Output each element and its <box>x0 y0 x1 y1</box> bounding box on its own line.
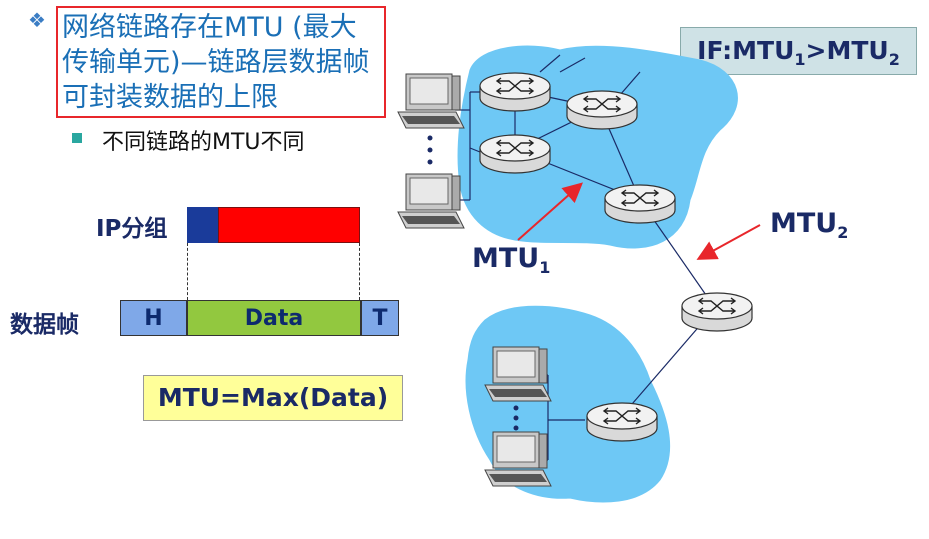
mtu2-sub: 2 <box>837 223 849 242</box>
mtu2-label: MTU2 <box>770 208 848 242</box>
mtu-formula: MTU=Max(Data) <box>143 375 403 421</box>
ellipsis-dots <box>427 135 519 431</box>
mtu1-label: MTU1 <box>472 243 550 277</box>
diamond-bullet-icon: ❖ <box>28 8 46 32</box>
router-icon <box>681 292 753 332</box>
router-icon <box>604 184 676 224</box>
ip-packet-label: IP分组 <box>96 216 168 242</box>
condition-box: IF:MTU1>MTU2 <box>680 27 917 75</box>
mtu1-name: MTU <box>472 243 540 274</box>
frame-data: Data <box>187 300 361 336</box>
title-box: 网络链路存在MTU (最大传输单元)—链路层数据帧可封装数据的上限 <box>56 6 386 118</box>
ip-packet-payload <box>218 207 360 243</box>
guide-line-left <box>187 243 188 300</box>
condition-prefix: IF:MTU <box>697 36 795 65</box>
ip-packet-header <box>187 207 218 243</box>
condition-sub1: 1 <box>794 50 806 69</box>
title-text: 网络链路存在MTU (最大传输单元)—链路层数据帧可封装数据的上限 <box>62 12 370 113</box>
square-bullet-icon <box>72 133 82 143</box>
condition-mid: >MTU <box>805 36 889 65</box>
mtu2-name: MTU <box>770 208 838 239</box>
pc-icon <box>484 346 552 402</box>
frame-trailer: T <box>361 300 399 336</box>
pc-icon <box>484 431 552 487</box>
mtu2-arrow <box>696 224 761 260</box>
pc-icon <box>397 73 465 129</box>
subpoint-text: 不同链路的MTU不同 <box>102 130 305 155</box>
mtu1-sub: 1 <box>539 258 551 277</box>
router-icon <box>479 134 551 174</box>
router-icon <box>479 72 551 112</box>
frame-header: H <box>120 300 187 336</box>
router-icon <box>586 402 658 442</box>
mtu1-arrow <box>517 182 583 241</box>
pc-icon <box>397 173 465 229</box>
router-icon <box>566 90 638 130</box>
guide-line-right <box>359 243 360 300</box>
condition-sub2: 2 <box>888 50 900 69</box>
data-frame-label: 数据帧 <box>10 312 79 338</box>
